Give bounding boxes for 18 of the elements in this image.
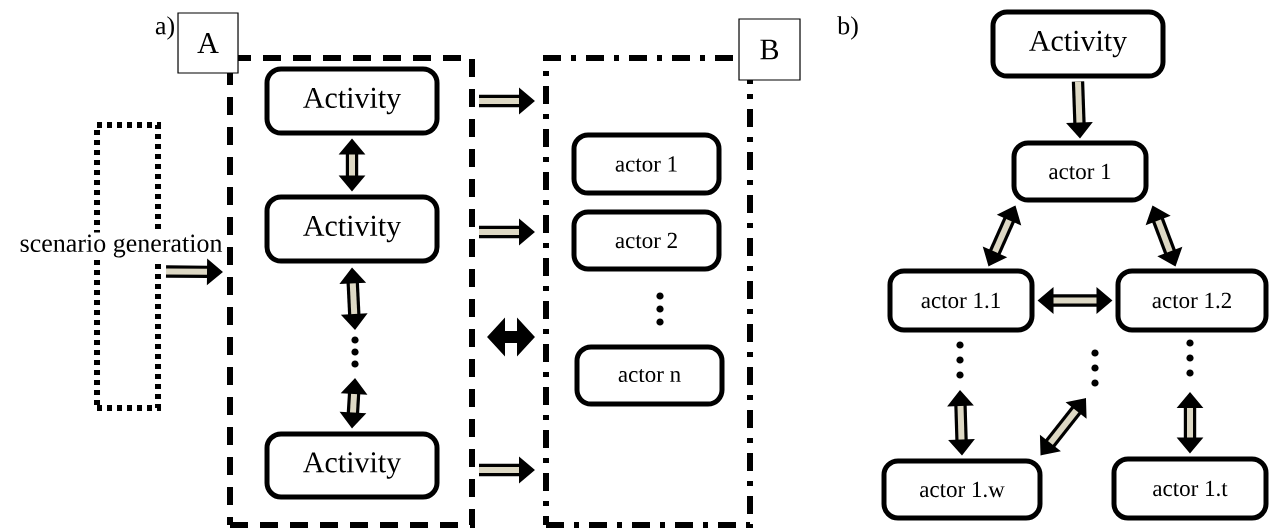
dotted-box: scenario generation bbox=[17, 122, 225, 411]
rounded-box: actor 1 bbox=[571, 132, 722, 196]
panel-label: b) bbox=[837, 16, 858, 40]
tag-box: B bbox=[738, 18, 801, 81]
rounded-box: actor 1 bbox=[1011, 140, 1149, 203]
rounded-box: Activity bbox=[264, 66, 440, 136]
tag-box: A bbox=[177, 12, 239, 74]
rounded-box: actor 1.2 bbox=[1115, 268, 1269, 333]
rounded-box: actor 1.w bbox=[881, 458, 1043, 521]
rounded-box: Activity bbox=[264, 194, 440, 264]
rounded-box: actor 2 bbox=[571, 209, 722, 272]
rounded-box: actor 1.1 bbox=[887, 268, 1035, 333]
arrow bbox=[487, 317, 535, 357]
rounded-box: Activity bbox=[990, 9, 1166, 79]
rounded-box: Activity bbox=[264, 431, 440, 500]
panel-label: a) bbox=[155, 16, 174, 40]
rounded-box: actor n bbox=[574, 344, 725, 407]
rounded-box: actor 1.t bbox=[1111, 456, 1269, 521]
